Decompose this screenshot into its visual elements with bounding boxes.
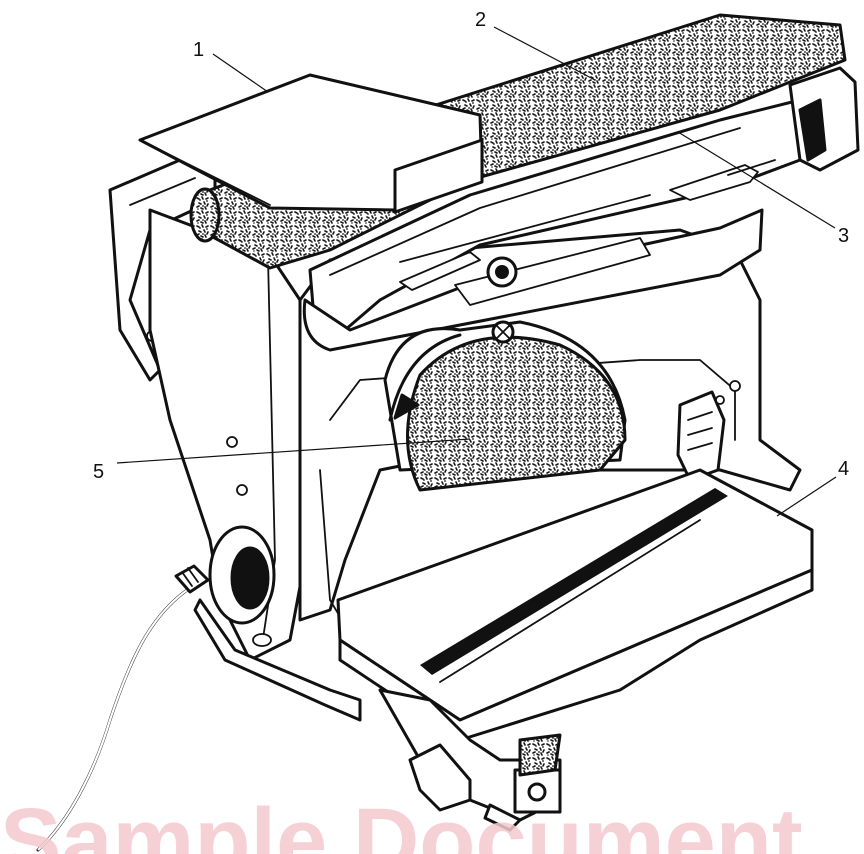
callout-5: 5 [93,438,471,483]
callout-5-number: 5 [93,461,104,483]
callout-2: 2 [475,9,596,81]
disc-work-table [336,468,814,832]
sanding-disc [406,335,627,492]
callout-1: 1 [193,39,269,93]
callout-4: 4 [776,458,849,517]
sanding-belt-assembly [138,13,860,352]
callout-2-number: 2 [475,9,486,31]
callout-4-number: 4 [838,458,849,480]
left-housing [108,158,362,722]
callout-1-number: 1 [193,39,204,61]
sanding-disc-assembly [383,320,627,492]
power-cord [36,564,210,852]
watermark: Sample Document [0,790,803,854]
callout-3-number: 3 [838,225,849,247]
callout-3: 3 [677,131,849,247]
